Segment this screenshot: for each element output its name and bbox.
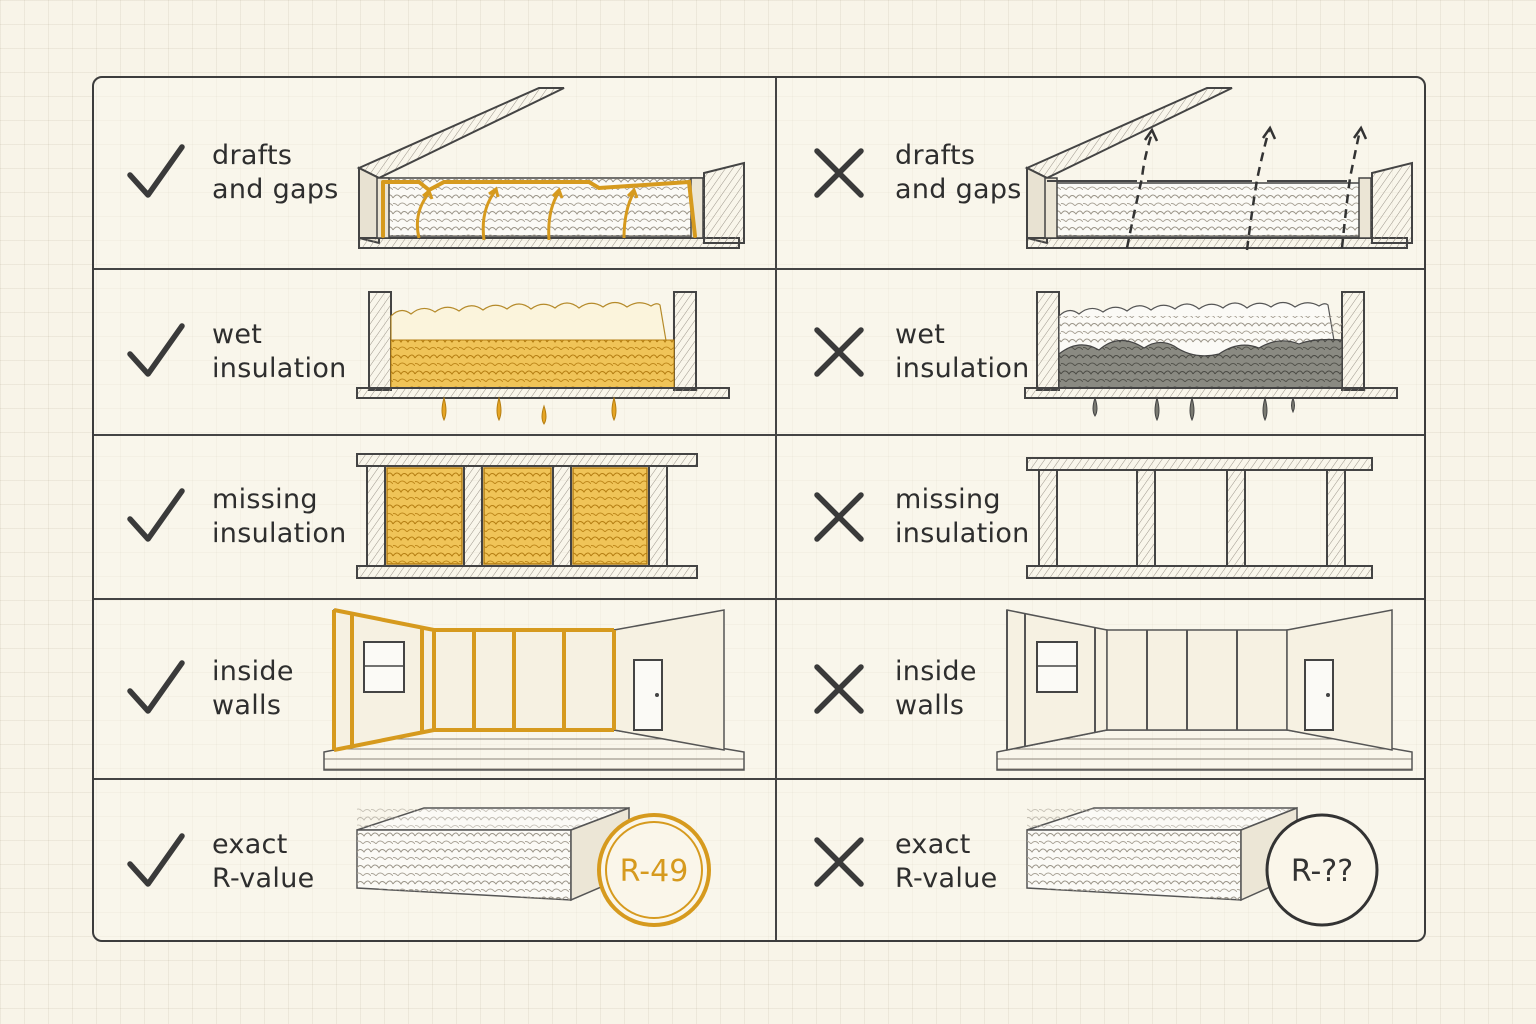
row-divider <box>94 434 1424 436</box>
room-framed-gold-illustration <box>314 600 754 778</box>
r-value-badge <box>597 813 711 927</box>
room-framed-plain-illustration <box>987 600 1427 778</box>
x-icon <box>814 837 864 887</box>
insulation-batt-unknown-illustration: R-?? <box>1017 780 1417 944</box>
filled-wall-illustration <box>349 436 749 598</box>
x-icon <box>814 664 864 714</box>
check-icon <box>127 323 185 377</box>
check-icon <box>127 833 185 887</box>
check-icon <box>127 144 185 198</box>
r-value-badge-text: R-?? <box>1291 854 1353 889</box>
insulation-batt-labeled-illustration: R-49 <box>349 780 749 944</box>
attic-leaky-illustration <box>1017 78 1417 268</box>
x-icon <box>814 148 864 198</box>
x-icon <box>814 492 864 542</box>
wet-insulation-gold-illustration <box>349 270 749 434</box>
row-divider <box>94 778 1424 780</box>
r-value-badge-text: R-49 <box>620 854 689 889</box>
row-divider <box>94 268 1424 270</box>
x-icon <box>814 327 864 377</box>
check-icon <box>127 660 185 714</box>
row-divider <box>94 598 1424 600</box>
empty-wall-illustration <box>1017 436 1417 598</box>
column-divider <box>775 78 777 940</box>
attic-sealed-illustration <box>349 78 749 268</box>
wet-insulation-dark-illustration <box>1017 270 1417 434</box>
check-icon <box>127 488 185 542</box>
